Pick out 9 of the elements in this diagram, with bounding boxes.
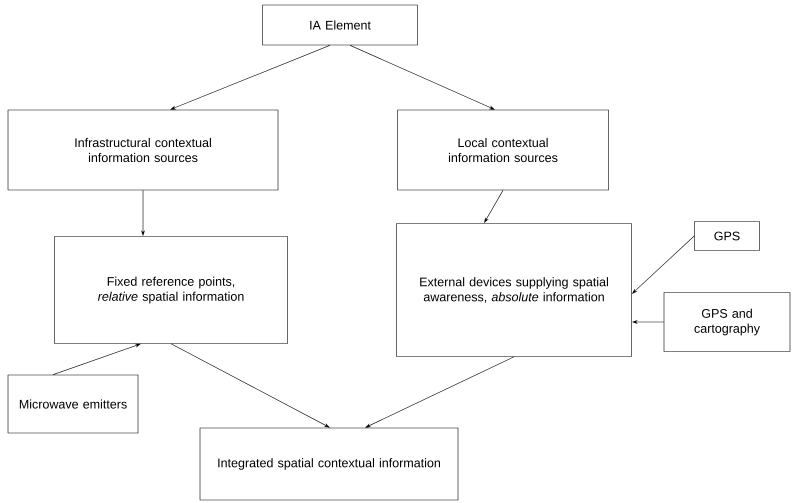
source-box: GPS and cartography bbox=[664, 292, 790, 352]
source-box: Microwave emitters bbox=[8, 374, 138, 434]
process-box: External devices supplying spatial awareness, absolute information bbox=[396, 223, 632, 357]
process-box: Fixed reference points, relative spatial information bbox=[54, 236, 288, 344]
process-box: Local contextual information sources bbox=[397, 110, 609, 190]
process-box: Infrastructural contextual information sources bbox=[8, 110, 278, 190]
source-box: GPS bbox=[694, 221, 760, 251]
process-box: IA Element bbox=[262, 4, 418, 46]
process-box: Integrated spatial contextual information bbox=[200, 428, 458, 500]
